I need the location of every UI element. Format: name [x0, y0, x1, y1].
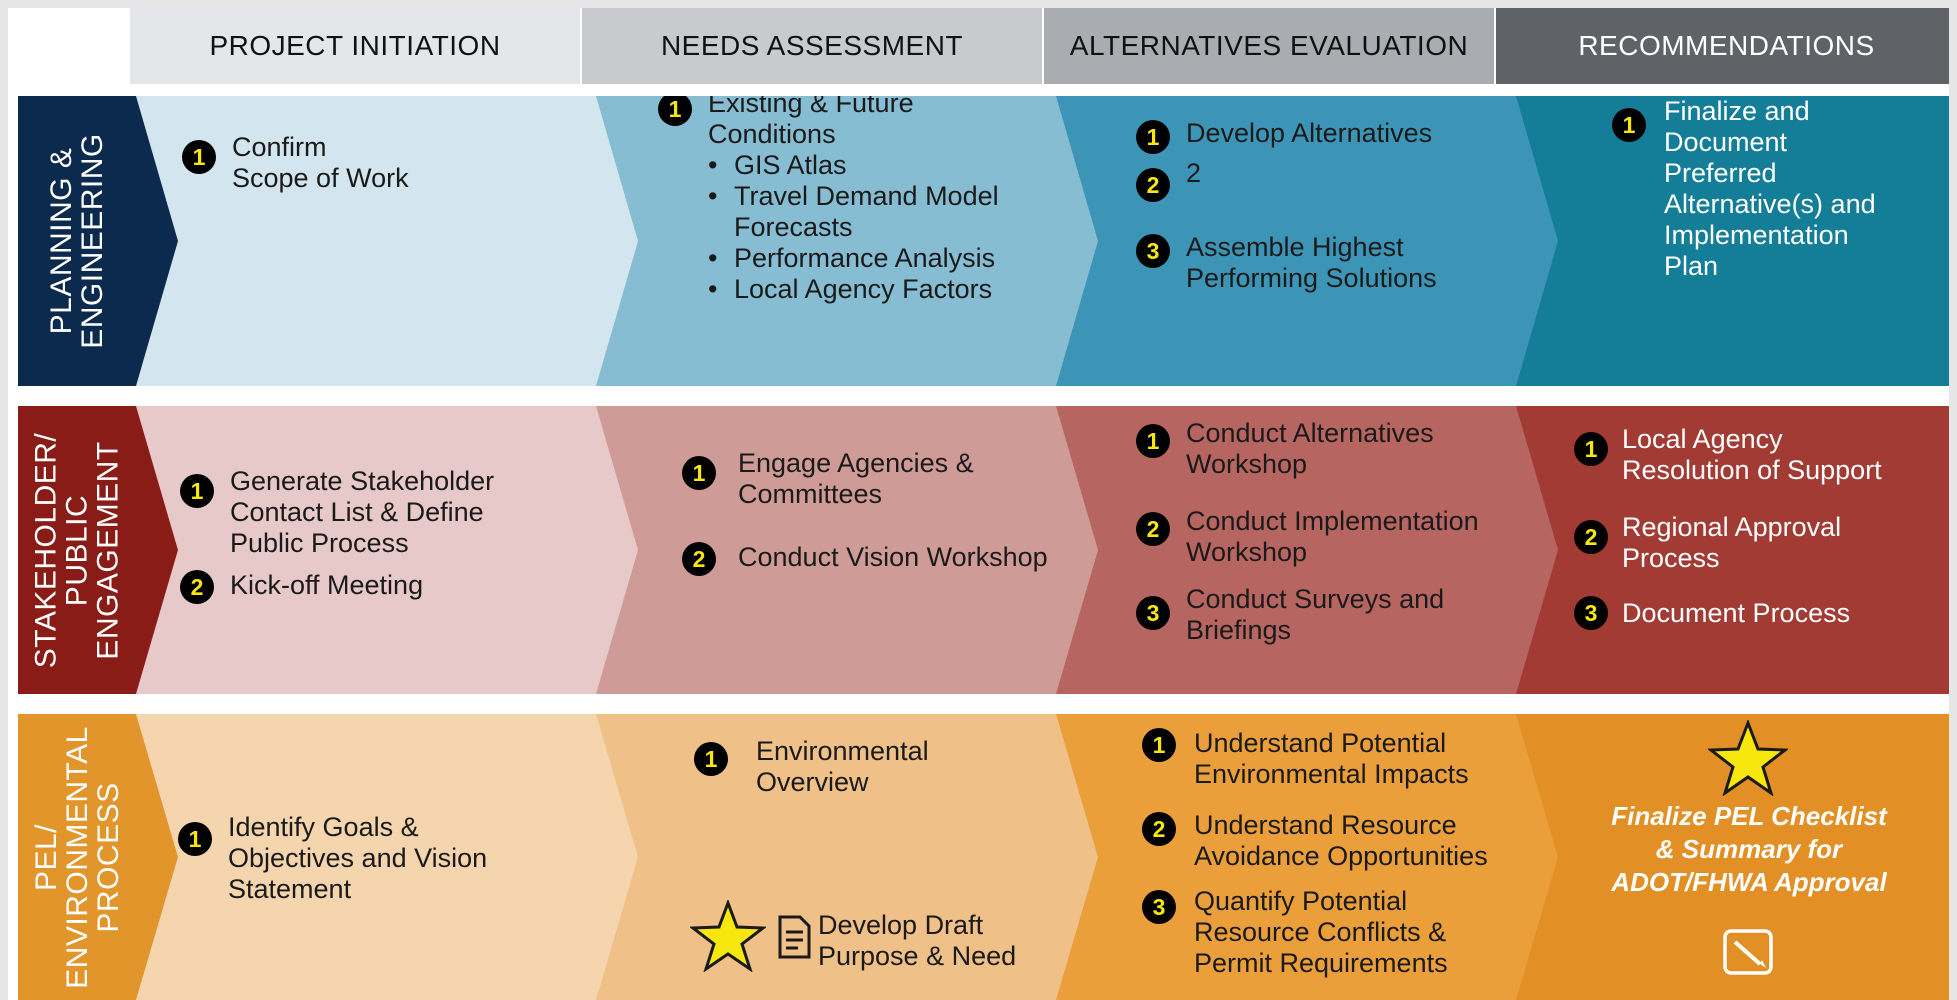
- step-number-badge: 2: [1574, 520, 1608, 554]
- step-text: Develop Alternatives: [1186, 118, 1433, 148]
- step-number-badge: 1: [1136, 120, 1170, 154]
- stakeholder-project-initiation: 1 Generate Stakeholder Contact List & De…: [136, 406, 684, 694]
- planning-alternatives-evaluation: 1 Develop Alternatives 2 2 3 Assemble Hi…: [1056, 96, 1596, 386]
- planning-project-initiation: 1 Confirm Scope of Work: [136, 96, 684, 386]
- step-number-badge: 1: [178, 822, 212, 856]
- stakeholder-recommendations: 1 Local Agency Resolution of Support 2 R…: [1516, 406, 1957, 694]
- step-number-badge: 1: [1574, 432, 1608, 466]
- step-text: Conduct Vision Workshop: [738, 542, 1048, 572]
- step-text: Regional Approval Process: [1622, 512, 1842, 573]
- row-planning-engineering: 1 Confirm Scope of Work 1 Existing & Fut…: [18, 96, 1957, 386]
- step-text-highlight: Finalize PEL Checklist & Summary for ADO…: [1611, 801, 1887, 897]
- step-number-badge: 1: [180, 474, 214, 508]
- row-pel-environmental: 1 Identify Goals & Objectives and Vision…: [18, 714, 1957, 1000]
- bullet-item: Travel Demand Model Forecasts: [708, 181, 999, 243]
- pel-alternatives-evaluation: 1 Understand Potential Environmental Imp…: [1056, 714, 1596, 1000]
- step-number-badge: 3: [1574, 596, 1608, 630]
- planning-recommendations: 1 Finalize and Document Preferred Altern…: [1516, 96, 1957, 386]
- step-text: Generate Stakeholder Contact List & Defi…: [230, 466, 495, 558]
- step-number-badge: 1: [182, 140, 216, 174]
- step-number-badge: 1: [1142, 728, 1176, 762]
- step-text: Conduct Alternatives Workshop: [1186, 418, 1434, 479]
- step-text: Understand Potential Environmental Impac…: [1194, 728, 1469, 789]
- pel-project-initiation: 1 Identify Goals & Objectives and Vision…: [136, 714, 684, 1000]
- bullet-item: Performance Analysis: [708, 243, 995, 274]
- step-text: 2: [1186, 158, 1202, 188]
- document-icon: [778, 915, 811, 959]
- step-number-badge: 2: [1136, 512, 1170, 546]
- step-number-badge: 2: [682, 542, 716, 576]
- bullet-item: GIS Atlas: [708, 150, 846, 181]
- phase-header-project-initiation: PROJECT INITIATION: [130, 8, 580, 84]
- phase-header-needs-assessment: NEEDS ASSESSMENT: [582, 8, 1042, 84]
- row-label-text: STAKEHOLDER/ PUBLIC ENGAGEMENT: [29, 432, 125, 668]
- step-text: Local Agency Resolution of Support: [1622, 424, 1882, 485]
- step-text: Conduct Surveys and Briefings: [1186, 584, 1445, 645]
- step-text: Kick-off Meeting: [230, 570, 424, 600]
- planning-needs-assessment: 1 Existing & Future Conditions GIS Atlas…: [596, 96, 1132, 386]
- step-text: Conduct Implementation Workshop: [1186, 506, 1479, 567]
- step-text: Document Process: [1622, 598, 1851, 628]
- step-number-badge: 1: [694, 742, 728, 776]
- step-number-badge: 3: [1136, 596, 1170, 630]
- step-text: Quantify Potential Resource Conflicts & …: [1194, 886, 1448, 978]
- step-number-badge: 1: [1136, 424, 1170, 458]
- row-label-text: PLANNING & ENGINEERING: [45, 133, 109, 349]
- step-text: Develop Draft Purpose & Need: [818, 910, 1017, 971]
- bullet-item: Local Agency Factors: [708, 274, 992, 305]
- phase-header-alternatives-evaluation: ALTERNATIVES EVALUATION: [1044, 8, 1494, 84]
- step-text: Environmental Overview: [756, 736, 929, 797]
- step-text: Engage Agencies & Committees: [738, 448, 974, 509]
- step-text: Existing & Future Conditions: [708, 88, 914, 149]
- row-label-text: PEL/ ENVIRONMENTAL PROCESS: [29, 725, 125, 989]
- step-text: Confirm Scope of Work: [232, 132, 409, 193]
- step-text: Assemble Highest Performing Solutions: [1186, 232, 1437, 293]
- stakeholder-alternatives-evaluation: 1 Conduct Alternatives Workshop 2 Conduc…: [1056, 406, 1596, 694]
- star-icon: [1708, 720, 1788, 796]
- step-number-badge: 2: [180, 570, 214, 604]
- step-number-badge: 1: [682, 456, 716, 490]
- edit-icon: [1723, 929, 1773, 975]
- step-number-badge: 1: [1612, 108, 1646, 142]
- step-number-badge: 2: [1142, 812, 1176, 846]
- step-text: Identify Goals & Objectives and Vision S…: [228, 812, 488, 904]
- step-number-badge: 2: [1136, 168, 1170, 202]
- step-text: Finalize and Document Preferred Alternat…: [1664, 96, 1876, 281]
- step-number-badge: 1: [658, 96, 692, 126]
- star-icon: [690, 900, 766, 972]
- step-text: Understand Resource Avoidance Opportunit…: [1194, 810, 1488, 871]
- step-number-badge: 3: [1142, 890, 1176, 924]
- stakeholder-needs-assessment: 1 Engage Agencies & Committees 2 Conduct…: [596, 406, 1132, 694]
- row-stakeholder-engagement: 1 Generate Stakeholder Contact List & De…: [18, 406, 1957, 694]
- pel-needs-assessment: 1 Environmental Overview Develop Draft P…: [596, 714, 1132, 1000]
- pel-recommendations: Finalize PEL Checklist & Summary for ADO…: [1516, 714, 1957, 1000]
- phase-header-recommendations: RECOMMENDATIONS: [1496, 8, 1957, 84]
- step-number-badge: 3: [1136, 234, 1170, 268]
